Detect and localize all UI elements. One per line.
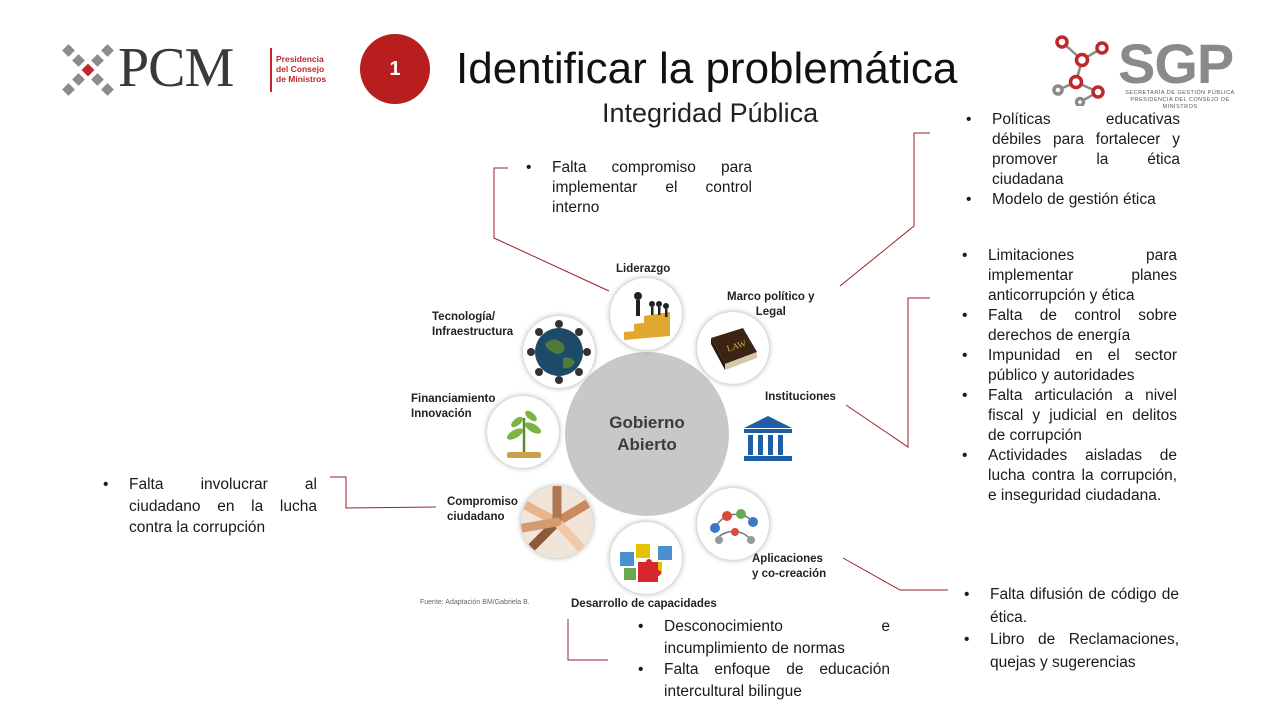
note-liderazgo: Falta compromiso para implementar el con… (522, 158, 752, 218)
note-aplicaciones: Falta difusión de código de ética. Libro… (960, 584, 1179, 674)
label-compromiso-line-1: Compromiso (447, 496, 518, 508)
node-liderazgo (610, 278, 682, 350)
label-aplicaciones-line-1: Aplicaciones (752, 553, 823, 565)
label-marco-politico: Marco político y Legal (727, 290, 815, 320)
puzzle-people-icon (620, 544, 672, 582)
label-instituciones: Instituciones (765, 391, 836, 403)
node-aplicaciones (697, 488, 769, 560)
center-circle-gobierno-abierto: Gobierno Abierto (565, 352, 729, 516)
sgp-logo: SGP SECRETARÍA DE GESTIÓN PÚBLICA PRESID… (1052, 32, 1242, 110)
note-compromiso-ciudadano: Falta involucrar al ciudadano en la luch… (99, 474, 317, 539)
node-instituciones (732, 402, 804, 474)
gobierno-abierto-diagram: Gobierno Abierto Liderazgo Marco polític… (395, 250, 865, 630)
note-instituciones: Limitaciones para implementar planes ant… (958, 246, 1177, 506)
plant-coins-icon (506, 410, 542, 458)
connector-capacidades (567, 619, 608, 661)
note-item: Falta de control sobre derechos de energ… (958, 306, 1177, 346)
label-financiamiento: Financiamiento Innovación (411, 392, 495, 422)
note-marco-politico: Políticas educativas débiles para fortal… (962, 110, 1180, 210)
node-tecnologia (523, 316, 595, 388)
note-item: Actividades aisladas de lucha contra la … (958, 446, 1177, 506)
sgp-wordmark: SGP (1118, 32, 1234, 95)
label-aplicaciones: Aplicaciones y co-creación (752, 552, 826, 582)
label-marco-line-2: Legal (755, 306, 786, 318)
sgp-subtitle-line-1: SECRETARÍA DE GESTIÓN PÚBLICA (1125, 90, 1235, 96)
leadership-icon (624, 292, 670, 340)
center-label-line-2: Abierto (617, 435, 677, 454)
pcm-separator (270, 48, 272, 92)
node-financiamiento (487, 396, 559, 468)
label-compromiso-line-2: ciudadano (447, 511, 505, 523)
node-marco-politico: LAW (697, 312, 769, 384)
connector-liderazgo (493, 167, 610, 292)
note-item: Libro de Reclamaciones, quejas y sugeren… (960, 629, 1179, 674)
label-tecnologia-line-2: Infraestructura (432, 326, 514, 338)
note-item: Falta enfoque de educación intercultural… (634, 659, 890, 702)
label-aplicaciones-line-2: y co-creación (752, 568, 827, 580)
label-financiamiento-line-1: Financiamiento (411, 393, 496, 405)
step-number-badge: 1 (360, 34, 430, 104)
sgp-network-icon (1052, 35, 1109, 106)
note-item: Modelo de gestión ética (962, 190, 1180, 210)
label-tecnologia: Tecnología/ Infraestructura (432, 310, 513, 340)
label-financiamiento-line-2: Innovación (411, 408, 472, 420)
node-desarrollo-capacidades (610, 522, 682, 594)
institution-building-icon (744, 416, 792, 461)
pcm-logo: PCM Presidencia del Consejo de Ministros (62, 37, 332, 100)
source-citation: Fuente: Adaptación BM/Gabriela B. (420, 599, 530, 606)
label-marco-line-1: Marco político y (727, 291, 815, 303)
note-item: Falta difusión de código de ética. (960, 584, 1179, 629)
note-item: Impunidad en el sector público y autorid… (958, 346, 1177, 386)
page-title: Identificar la problemática (456, 44, 958, 93)
label-tecnologia-line-1: Tecnología/ (432, 311, 496, 323)
label-desarrollo-capacidades: Desarrollo de capacidades (571, 598, 717, 610)
note-item: Limitaciones para implementar planes ant… (958, 246, 1177, 306)
connector-instituciones (845, 297, 930, 448)
page-subtitle: Integridad Pública (602, 98, 819, 128)
note-item: Falta involucrar al ciudadano en la luch… (99, 474, 317, 539)
label-liderazgo: Liderazgo (616, 263, 671, 275)
connector-compromiso (330, 476, 437, 509)
pcm-emblem-icon (62, 44, 114, 96)
note-item: Falta articulación a nivel fiscal y judi… (958, 386, 1177, 446)
applications-icon (710, 509, 758, 544)
note-item: Falta compromiso para implementar el con… (522, 158, 752, 218)
pcm-wordmark: PCM (118, 37, 234, 99)
label-compromiso-ciudadano: Compromiso ciudadano (447, 495, 518, 525)
hands-together-icon (521, 486, 593, 558)
node-compromiso-ciudadano (521, 486, 593, 558)
center-label-line-1: Gobierno (609, 413, 685, 432)
pcm-subtitle: Presidencia del Consejo de Ministros (276, 54, 327, 84)
sgp-subtitle: SECRETARÍA DE GESTIÓN PÚBLICA PRESIDENCI… (1118, 90, 1242, 111)
connector-marco (839, 132, 930, 287)
sgp-subtitle-line-2: PRESIDENCIA DEL CONSEJO DE MINISTROS (1130, 97, 1230, 110)
connector-aplicaciones (842, 557, 948, 591)
law-book-icon: LAW (711, 328, 757, 370)
note-item: Desconocimiento e incumplimiento de norm… (634, 616, 890, 659)
note-desarrollo-capacidades: Desconocimiento e incumplimiento de norm… (634, 616, 890, 702)
note-item: Políticas educativas débiles para fortal… (962, 110, 1180, 190)
globe-network-icon (527, 320, 591, 384)
